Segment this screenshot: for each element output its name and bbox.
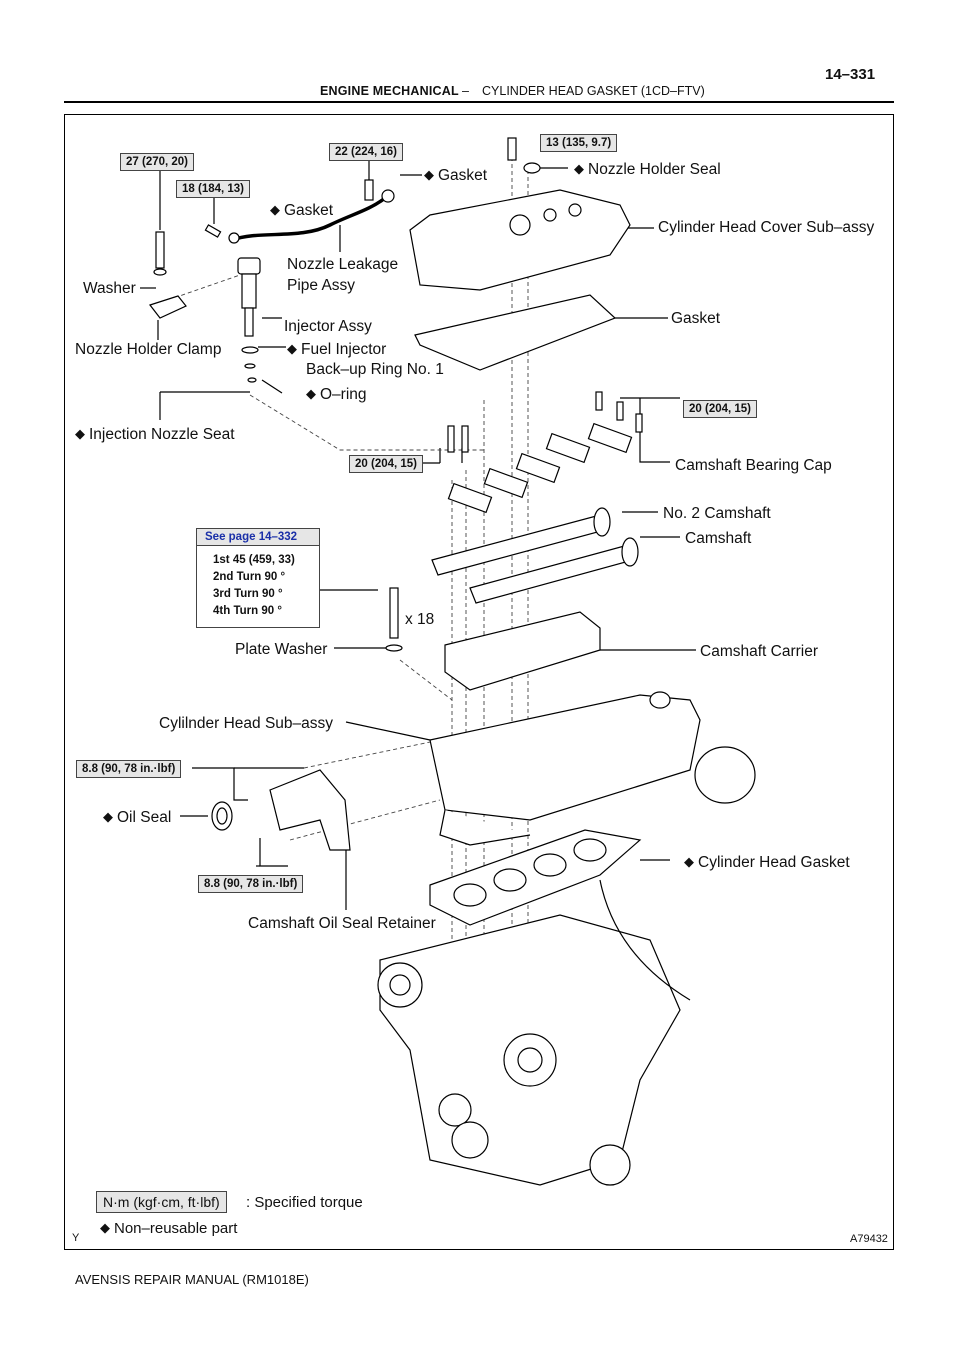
tightening-step-4: 4th Turn 90 ° (213, 605, 282, 617)
non-reusable-icon: ◆ (574, 161, 584, 176)
label-gasket-top: ◆Gasket (424, 167, 488, 184)
label-nozzle-holder-seal: ◆Nozzle Holder Seal (574, 161, 721, 178)
section-title: ENGINE MECHANICAL (320, 84, 459, 98)
label-cylinder-head-gasket: ◆Cylinder Head Gasket (684, 854, 850, 871)
label-injection-nozzle-seat: ◆Injection Nozzle Seat (75, 426, 235, 443)
see-page-reference[interactable]: See page 14–332 (197, 529, 319, 546)
legend-non-reusable: ◆Non–reusable part (100, 1220, 238, 1237)
torque-label-13: 13 (135, 9.7) (540, 134, 618, 152)
label-camshaft-carrier: Camshaft Carrier (700, 643, 818, 660)
label-gasket-pipe: ◆Gasket (270, 202, 334, 219)
non-reusable-icon: ◆ (103, 809, 113, 824)
non-reusable-icon: ◆ (684, 854, 694, 869)
torque-label-22: 22 (224, 16) (329, 143, 404, 161)
non-reusable-icon: ◆ (287, 341, 297, 356)
footer-manual-title: AVENSIS REPAIR MANUAL (RM1018E) (75, 1272, 309, 1287)
label-nozzle-holder-clamp: Nozzle Holder Clamp (75, 341, 222, 358)
torque-label-18: 18 (184, 13) (176, 180, 251, 198)
torque-label-27: 27 (270, 20) (120, 153, 195, 171)
figure-id: A79432 (850, 1233, 888, 1245)
label-o-ring: ◆O–ring (306, 386, 367, 403)
torque-label-8-8-lower: 8.8 (90, 78 in.·lbf) (198, 875, 304, 893)
label-camshaft-oil-seal-retainer: Camshaft Oil Seal Retainer (248, 915, 436, 932)
torque-label-8-8-upper: 8.8 (90, 78 in.·lbf) (76, 760, 182, 778)
non-reusable-icon: ◆ (306, 386, 316, 401)
label-gasket-cover: Gasket (671, 310, 721, 327)
label-fuel-injector-line2: Back–up Ring No. 1 (306, 361, 444, 378)
figure-frame (64, 114, 894, 1250)
label-nozzle-leakage-line1: Nozzle Leakage (287, 256, 399, 273)
torque-label-20-upper: 20 (204, 15) (683, 400, 758, 418)
header-rule (64, 101, 894, 103)
non-reusable-icon: ◆ (270, 202, 280, 217)
label-cylinder-head-cover: Cylinder Head Cover Sub–assy (658, 219, 875, 236)
tightening-procedure-box: See page 14–332 1st 45 (459, 33) 2nd Tur… (196, 528, 320, 628)
label-bolt-count: x 18 (405, 611, 435, 628)
tightening-step-2: 2nd Turn 90 ° (213, 571, 286, 583)
non-reusable-icon: ◆ (100, 1220, 110, 1235)
non-reusable-icon: ◆ (75, 426, 85, 441)
tightening-step-3: 3rd Turn 90 ° (213, 588, 283, 600)
header-separator: – (462, 84, 469, 98)
label-cylinder-head-sub-assy: Cylilnder Head Sub–assy (159, 715, 334, 732)
label-camshaft-bearing-cap: Camshaft Bearing Cap (675, 457, 832, 474)
non-reusable-icon: ◆ (424, 167, 434, 182)
legend-torque-unit: N·m (kgf·cm, ft·lbf) (96, 1191, 227, 1213)
legend-torque-text: : Specified torque (246, 1194, 363, 1211)
page-title: CYLINDER HEAD GASKET (1CD–FTV) (482, 84, 705, 98)
label-plate-washer: Plate Washer (235, 641, 328, 658)
label-nozzle-leakage-line2: Pipe Assy (287, 277, 356, 294)
label-oil-seal: ◆Oil Seal (103, 809, 172, 826)
corner-mark: Y (72, 1232, 80, 1244)
label-no2-camshaft: No. 2 Camshaft (663, 505, 771, 522)
torque-label-20-lower: 20 (204, 15) (349, 455, 424, 473)
label-washer: Washer (83, 280, 136, 297)
label-camshaft: Camshaft (685, 530, 752, 547)
page-number: 14–331 (825, 66, 876, 83)
label-injector-assy: Injector Assy (284, 318, 372, 335)
tightening-step-1: 1st 45 (459, 33) (213, 554, 295, 566)
label-fuel-injector-line1: ◆Fuel Injector (287, 341, 387, 358)
